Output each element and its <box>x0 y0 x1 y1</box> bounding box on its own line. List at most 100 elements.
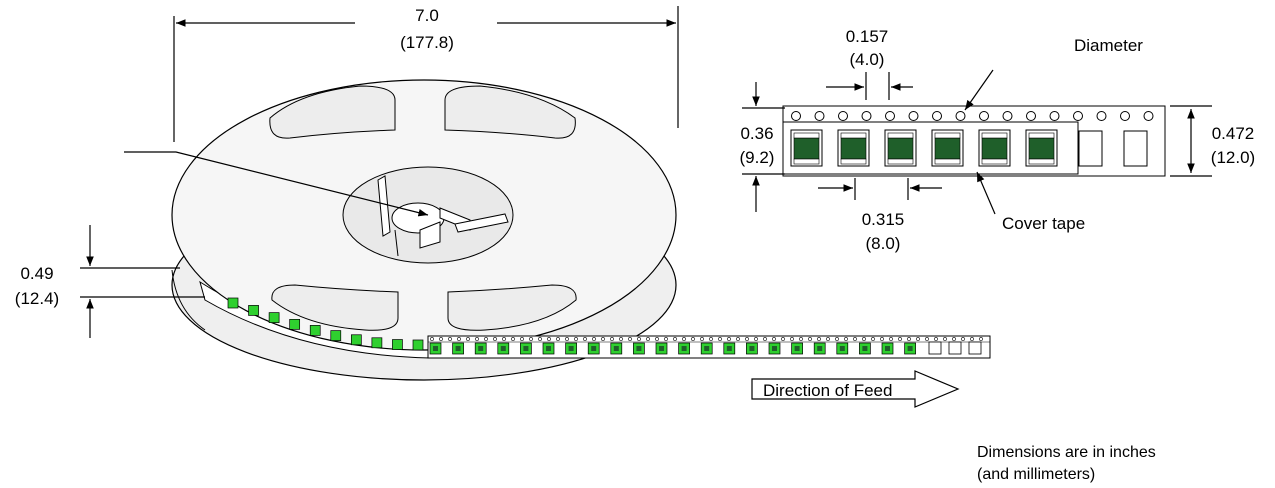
strip-hole <box>646 337 650 341</box>
wound-component <box>309 325 321 336</box>
strip-hole <box>862 337 866 341</box>
sprocket-hole <box>908 111 919 121</box>
units-note-line2: (and millimeters) <box>977 466 1095 483</box>
strip-hole <box>718 337 722 341</box>
sprocket-hole <box>979 111 989 121</box>
wound-component <box>412 339 424 351</box>
strip-component-body <box>839 346 845 351</box>
strip-empty-pocket <box>948 341 962 355</box>
tape-detail <box>782 105 1166 177</box>
pocket-width-mm: (9.2) <box>740 148 775 167</box>
sprocket-hole <box>1049 111 1060 121</box>
hole-pitch-mm: (4.0) <box>850 50 885 69</box>
component-terminal <box>793 132 820 139</box>
strip-component-body <box>455 346 461 351</box>
strip-hole <box>484 337 488 341</box>
strip-component-body <box>433 346 438 351</box>
sprocket-hole <box>1143 111 1154 121</box>
strip-hole <box>763 337 767 341</box>
strip-hole <box>826 337 830 341</box>
component-terminal <box>1028 132 1055 139</box>
sprocket-hole <box>838 111 848 121</box>
strip-hole <box>853 337 857 341</box>
strip-hole <box>970 337 974 341</box>
strip-hole <box>565 337 569 341</box>
component-terminal <box>1028 158 1055 165</box>
tape-width-dimension: 0.472 (12.0) <box>1170 105 1255 177</box>
pocket-width-dimension: 0.36 (9.2) <box>740 82 785 212</box>
cover-tape-callout: Cover tape <box>976 171 1085 233</box>
strip-hole <box>610 337 614 341</box>
component <box>1028 137 1055 160</box>
strip-hole <box>520 337 524 341</box>
direction-of-feed-label: Direction of Feed <box>763 381 892 400</box>
reel <box>171 79 677 381</box>
strip-hole <box>925 337 929 341</box>
sprocket-hole <box>885 111 895 121</box>
strip-hole <box>511 337 515 341</box>
strip-hole <box>799 337 803 341</box>
component-terminal <box>887 158 914 165</box>
component-terminal <box>934 158 961 165</box>
strip-component-body <box>794 346 800 351</box>
strip-hole <box>709 337 713 341</box>
flange-window-bottom-left <box>271 284 399 331</box>
strip-hole <box>682 337 686 341</box>
sprocket-hole <box>955 111 966 121</box>
strip-hole <box>493 337 497 341</box>
strip-hole <box>880 337 884 341</box>
strip-component-body <box>817 346 823 351</box>
component-terminal <box>887 132 914 139</box>
wound-component <box>350 334 362 346</box>
strip-component-body <box>546 346 551 351</box>
strip-hole <box>871 337 875 341</box>
strip-hole <box>556 337 560 341</box>
strip-hole <box>952 337 956 341</box>
strip-hole <box>736 337 740 341</box>
strip-hole <box>781 337 785 341</box>
component <box>934 137 961 160</box>
cover-tape-label: Cover tape <box>1002 214 1085 233</box>
strip-hole <box>655 337 659 341</box>
sprocket-hole <box>1002 111 1013 121</box>
strip-empty-pocket <box>968 341 982 355</box>
sprocket-hole <box>932 111 942 121</box>
component-terminal <box>840 158 867 165</box>
sprocket-hole <box>1073 111 1083 121</box>
strip-hole <box>961 337 965 341</box>
feed-tape-strip <box>427 335 991 359</box>
strip-hole <box>502 337 506 341</box>
strip-hole <box>547 337 551 341</box>
empty-pocket <box>1123 130 1148 167</box>
strip-hole <box>727 337 731 341</box>
reel-width-inches: 0.49 <box>20 264 53 283</box>
flange-window-bottom-right <box>447 284 577 331</box>
wound-component <box>371 337 383 349</box>
pocket-width-inches: 0.36 <box>740 124 773 143</box>
strip-component-body <box>862 346 868 351</box>
component-terminal <box>981 132 1008 139</box>
direction-of-feed-arrow: Direction of Feed <box>751 370 960 408</box>
strip-component-body <box>568 346 574 351</box>
flange-window-top-left <box>269 85 396 139</box>
strip-hole <box>628 337 632 341</box>
strip-hole <box>619 337 623 341</box>
wound-component <box>392 339 403 350</box>
wound-component <box>248 305 259 316</box>
strip-component-body <box>500 346 506 351</box>
wound-component <box>289 319 301 330</box>
component <box>981 137 1008 160</box>
strip-hole <box>457 337 461 341</box>
tape-width-inches: 0.472 <box>1212 124 1255 143</box>
tape-width-mm: (12.0) <box>1211 148 1255 167</box>
component-pitch-inches: 0.315 <box>862 210 905 229</box>
strip-hole <box>673 337 677 341</box>
wound-component <box>227 297 239 309</box>
strip-hole <box>592 337 596 341</box>
sprocket-hole <box>814 111 825 121</box>
component-terminal <box>793 158 820 165</box>
strip-hole <box>790 337 794 341</box>
hole-diameter-label: Diameter <box>1074 36 1143 55</box>
component <box>840 137 867 160</box>
